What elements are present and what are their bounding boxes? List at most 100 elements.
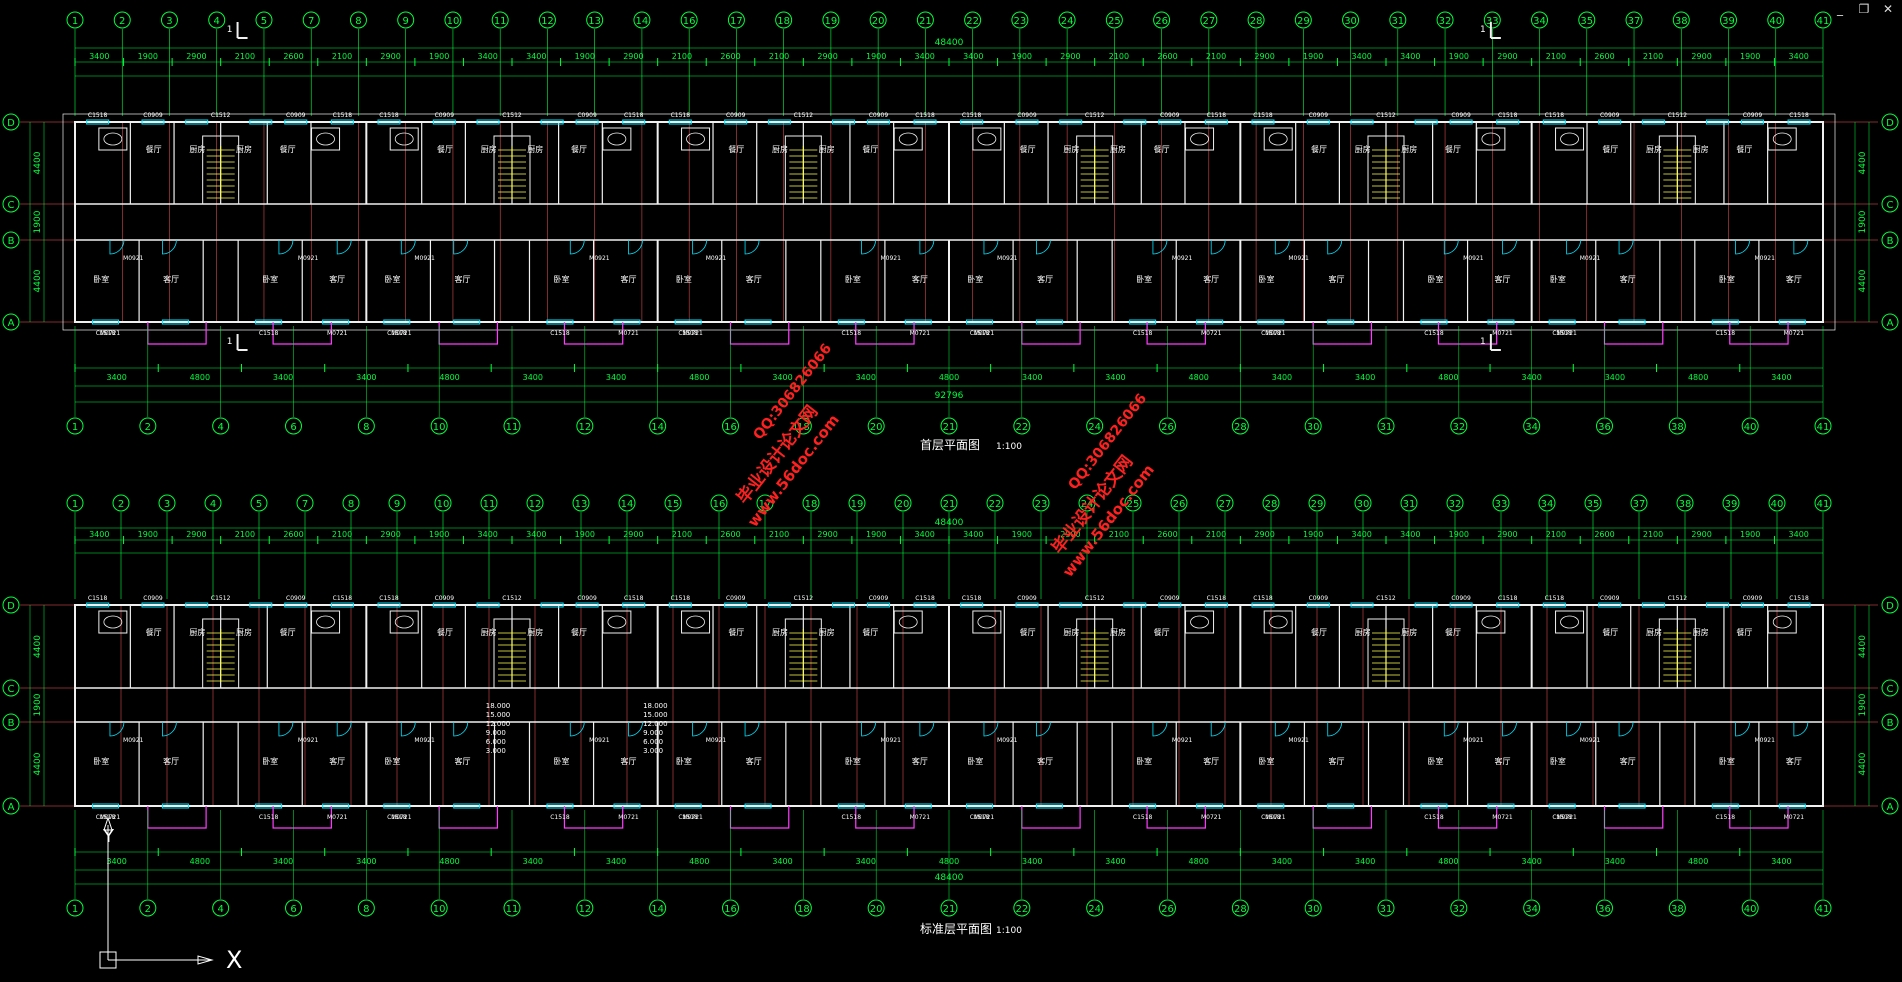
axis-label: 31 [1380, 422, 1393, 433]
axis-label: 12 [541, 16, 554, 27]
room-label: 厨房 [189, 144, 205, 154]
axis-bubble [1492, 494, 1510, 512]
window-tag: C1518 [1253, 112, 1273, 119]
axis-bubble [1304, 417, 1322, 435]
stair-core [202, 618, 240, 689]
door-tag: M0721 [100, 814, 121, 821]
axis-label: 34 [1525, 904, 1538, 915]
dimension-text: 1900 [1012, 530, 1032, 539]
dimension-text: 3400 [273, 373, 293, 382]
bathtub [602, 127, 632, 151]
axis-bubble [986, 494, 1004, 512]
axis-bubble [867, 899, 885, 917]
window [377, 602, 401, 608]
door-swing [569, 239, 585, 255]
room-label: 厨房 [772, 627, 788, 637]
door-tag: M0721 [1492, 330, 1513, 337]
row-axis-bubble [2, 596, 20, 614]
axis-bubble [1200, 11, 1218, 29]
window [1787, 602, 1811, 608]
door-swing [628, 721, 643, 737]
window [1129, 803, 1157, 809]
axis-label: 41 [1817, 904, 1830, 915]
axis-bubble [916, 11, 934, 29]
dimension-text: 1900 [1858, 210, 1868, 233]
row-axis-bubble [2, 231, 20, 249]
axis-bubble [1342, 11, 1360, 29]
axis-label: 37 [1633, 499, 1646, 510]
axis-bubble [664, 494, 682, 512]
bathtub [98, 610, 128, 634]
axis-label: 10 [433, 422, 446, 433]
axis-bubble [649, 417, 667, 435]
axis-label: 11 [506, 904, 519, 915]
window-tag: C1518 [387, 814, 407, 821]
axis-label: 19 [825, 16, 838, 27]
door-swing [1618, 239, 1634, 255]
room-label: 厨房 [1401, 144, 1417, 154]
window [1257, 319, 1285, 325]
door-tag: M0921 [1755, 737, 1776, 744]
room-label: 厨房 [819, 144, 835, 154]
axis-bubble [204, 494, 222, 512]
room-label: 餐厅 [1311, 145, 1327, 154]
door-swing [1036, 721, 1051, 737]
window [913, 119, 937, 125]
row-axis-bubble [1881, 596, 1899, 614]
axis-bubble [649, 899, 667, 917]
row-axis-label: D [1886, 118, 1894, 129]
window-tag: C0909 [1600, 595, 1620, 602]
door-swing [1327, 721, 1343, 737]
window [622, 119, 646, 125]
window [1740, 602, 1764, 608]
dimension-text: 3400 [915, 52, 935, 61]
room-label: 客厅 [912, 274, 928, 284]
axis-bubble [710, 494, 728, 512]
dimension-text: 4800 [1438, 373, 1458, 382]
bathtub-basin [1190, 132, 1209, 146]
balcony [1146, 806, 1206, 829]
axis-label: 40 [1744, 422, 1757, 433]
minimize-button[interactable]: _ [1837, 2, 1843, 16]
window [249, 119, 273, 125]
window-tag: C1518 [842, 814, 862, 821]
window [1487, 803, 1515, 809]
axis-bubble [1308, 494, 1326, 512]
door-tag: M0721 [391, 330, 412, 337]
window [724, 119, 748, 125]
room-label: 厨房 [819, 627, 835, 637]
door-swing [692, 239, 708, 255]
axis-label: 25 [1108, 16, 1121, 27]
restore-button[interactable]: ❐ [1858, 2, 1870, 16]
room-label: 卧室 [1259, 274, 1275, 284]
window-tag: C1518 [1545, 595, 1565, 602]
axis-bubble [1768, 494, 1786, 512]
axis-bubble [1377, 899, 1395, 917]
bathtub-basin [394, 132, 414, 146]
bathtub [1263, 610, 1293, 634]
axis-bubble [503, 417, 521, 435]
axis-bubble [794, 899, 812, 917]
axis-bubble [66, 11, 84, 29]
axis-label: 39 [1725, 499, 1738, 510]
axis-label: 32 [1452, 904, 1465, 915]
room-label: 客厅 [454, 756, 470, 766]
window-tag: C1518 [1789, 595, 1809, 602]
close-button[interactable]: ✕ [1882, 2, 1894, 16]
row-axis-bubble [1881, 113, 1899, 131]
window [837, 319, 865, 325]
axis-label: 39 [1722, 16, 1735, 27]
balcony [729, 806, 790, 829]
axis-bubble [794, 417, 812, 435]
axis-label: 20 [897, 499, 910, 510]
dimension-text: 3400 [1352, 52, 1372, 61]
window [86, 119, 110, 125]
axis-label: 36 [1598, 904, 1611, 915]
window-tag: C0909 [726, 595, 746, 602]
level-mark: 6.000 [486, 738, 506, 746]
door-tag: M0721 [974, 814, 995, 821]
balcony [1312, 322, 1373, 345]
section-label: 1 [227, 25, 233, 35]
window [674, 319, 702, 325]
